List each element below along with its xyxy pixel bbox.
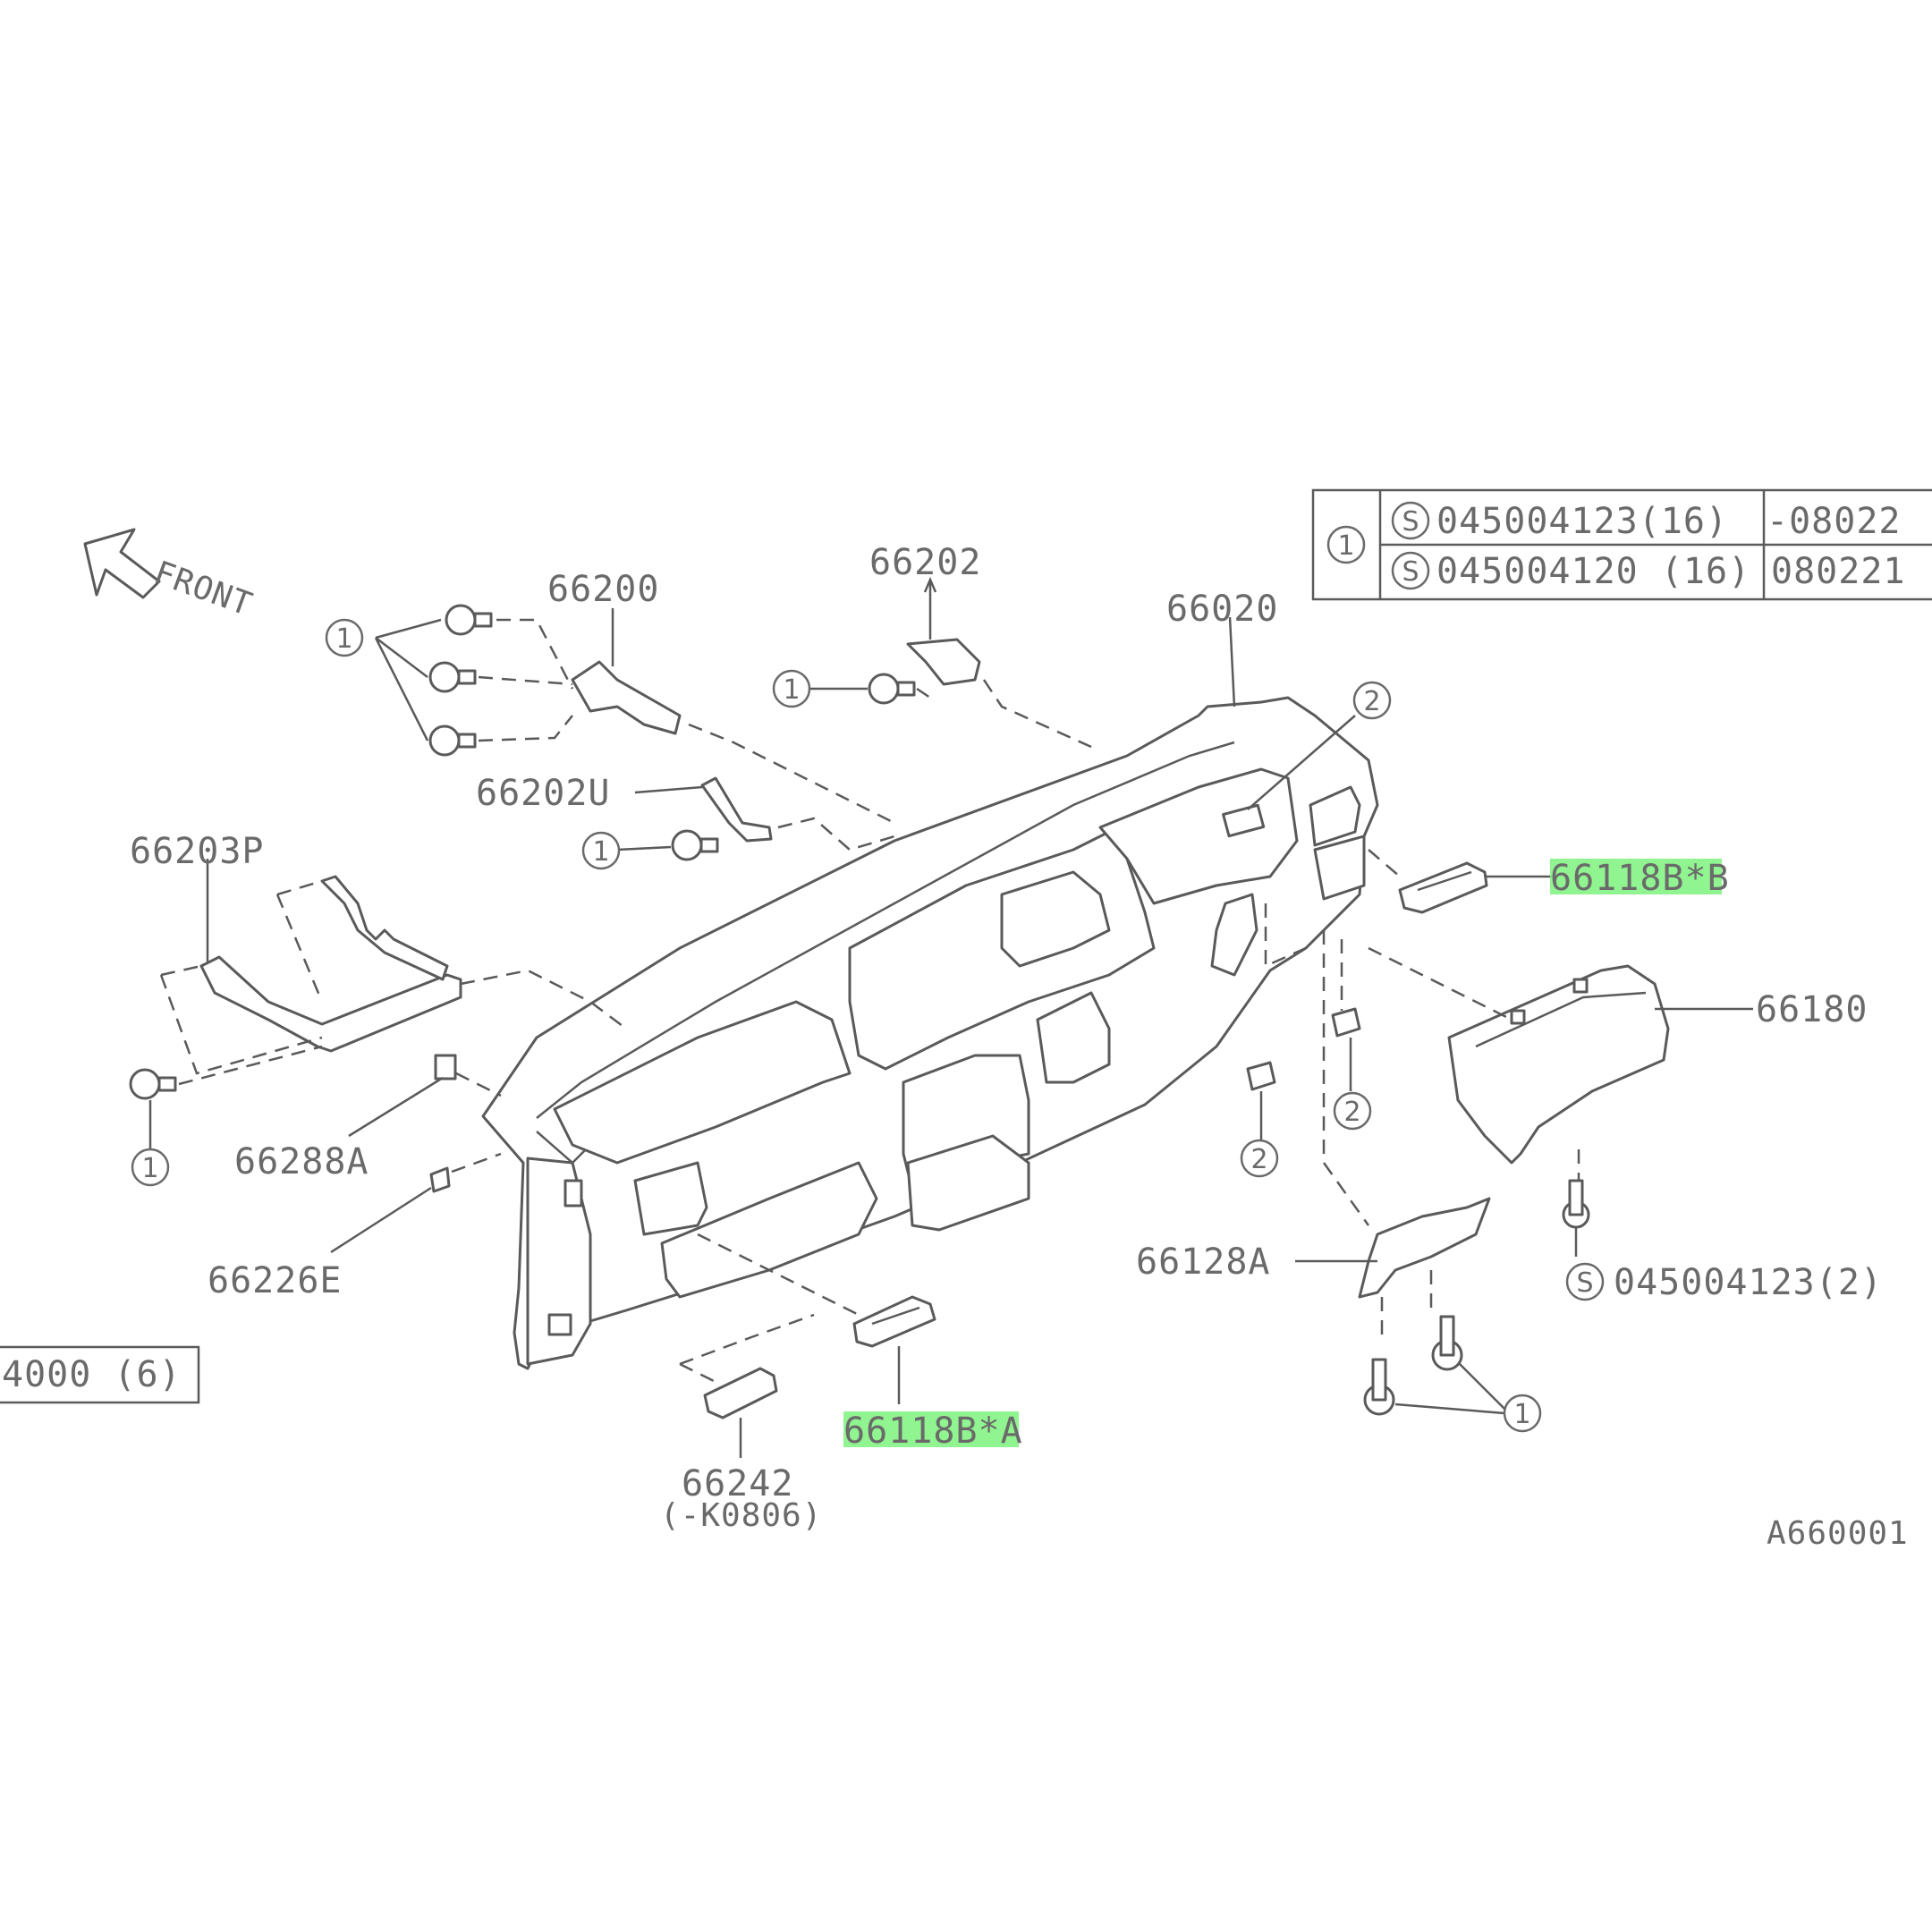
label-66242-note: (-K0806) <box>660 1497 822 1534</box>
part-66288A-clip: 66288A <box>234 1054 502 1182</box>
part-66242-cover: 66242 (-K0806) <box>660 1313 822 1534</box>
callout-1: 1 <box>141 1153 158 1184</box>
part-66203P-bracket: 66203P 1 <box>129 831 627 1187</box>
label-66203P: 66203P <box>130 831 265 872</box>
part-66020-label: 66020 <box>1166 589 1278 708</box>
label-66128A: 66128A <box>1136 1241 1271 1283</box>
dashboard-panel <box>481 696 1379 1370</box>
part-66226E-pad: 66226E <box>208 1152 502 1301</box>
table-ref-callout: 1 <box>1337 530 1354 562</box>
label-screw-045004123-2: 045004123(2) <box>1614 1262 1883 1303</box>
table-row1-part: 045004123(16) <box>1436 501 1728 542</box>
callout-1: 1 <box>592 836 609 868</box>
label-66118B-B: 66118B*B <box>1550 858 1730 899</box>
callout-1: 1 <box>1513 1399 1530 1430</box>
table-row1-mark: S <box>1402 506 1419 538</box>
table-row1-range: -08022 <box>1767 501 1902 542</box>
label-66200: 66200 <box>547 569 659 610</box>
label-66118B-A: 66118B*A <box>843 1411 1023 1452</box>
screw-mark: S <box>1576 1267 1593 1299</box>
callout-2: 2 <box>1250 1144 1267 1175</box>
reference-table: 1 S 045004123(16) -08022 S 045004120 (16… <box>1311 488 1932 601</box>
front-arrow-icon: FRONT <box>83 528 258 623</box>
label-66288A: 66288A <box>234 1141 369 1182</box>
label-66226E: 66226E <box>208 1260 343 1301</box>
label-66202: 66202 <box>869 542 981 583</box>
label-66180: 66180 <box>1756 989 1868 1030</box>
callout-2: 2 <box>1363 686 1380 717</box>
callout-2: 2 <box>1343 1097 1360 1128</box>
part-66202U-bracket: 66202U 1 <box>476 773 895 870</box>
left-box-text: 4000 (6) <box>2 1354 182 1395</box>
table-row2-range: 080221 <box>1771 551 1906 592</box>
label-66242: 66242 <box>682 1463 793 1504</box>
part-66128A-bracket: 66128A 1 <box>1136 1197 1542 1433</box>
table-row2-mark: S <box>1402 556 1419 588</box>
bolt-icon <box>428 604 493 757</box>
front-label: FRONT <box>149 555 258 623</box>
diagram-code: A660001 <box>1767 1515 1909 1552</box>
highlight-66118B-B <box>1550 859 1722 894</box>
label-66020: 66020 <box>1166 589 1278 630</box>
highlight-66118B-A <box>843 1411 1019 1447</box>
callout-1: 1 <box>783 674 800 706</box>
part-66118B-A-vent: 66118B*A <box>697 1233 1023 1452</box>
callout-1: 1 <box>335 623 352 655</box>
part-66118B-B-vent: 66118B*B <box>1368 849 1730 914</box>
part-66180-glovebox: 66180 S 045004123(2) <box>1368 946 1883 1303</box>
part-66200-bracket: 1 66200 <box>325 569 895 825</box>
table-row2-part: 045004120 (16) <box>1436 551 1750 592</box>
clip-group: 2 2 2 <box>1240 681 1392 1226</box>
part-66202-bracket: 66202 1 <box>772 542 1092 749</box>
label-66202U: 66202U <box>476 773 611 814</box>
left-reference-box: 4000 (6) <box>0 1345 200 1404</box>
